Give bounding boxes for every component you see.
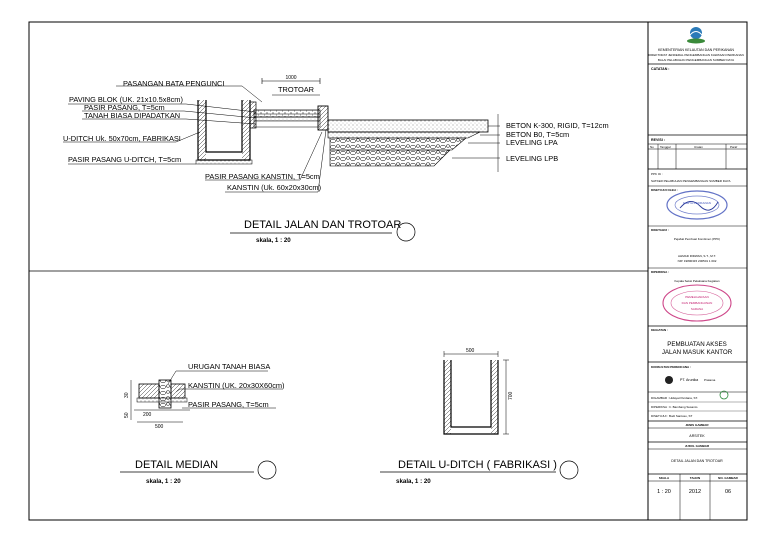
ppk-label: PPK Ot : (651, 172, 663, 176)
u-ditch-dim-700: 700 (508, 391, 514, 400)
label-pasir-pasang: PASIR PASANG, T=5cm (84, 103, 165, 112)
judul-gambar-label: JUDUL GAMBAR (685, 444, 710, 448)
label-pasir-kanstin: PASIR PASANG KANSTIN, T=5cm (205, 172, 320, 181)
label-pasir-median: PASIR PASANG, T=5cm (188, 400, 269, 409)
red-stamp-line-3: SARANA (691, 307, 703, 311)
median-reference-marker (257, 460, 277, 480)
detail-median: 200 500 50 30 URUGAN TANAH BIASA KANSTIN… (120, 362, 285, 485)
u-ditch-reference-marker (559, 460, 579, 480)
diketahui-label: DIKETAHUI : (651, 228, 669, 232)
disetujui-label: DISETUJUI OLEH : (651, 188, 678, 192)
ministry-line-2: DIREKTORAT JENDERAL PENGEMBANGAN KAWASAN… (648, 53, 744, 57)
ministry-line-1: KEMENTERIAN KELAUTAN DAN PERIKANAN (658, 48, 734, 52)
detail-u-ditch-scale: skala, 1 : 20 (396, 478, 431, 485)
footer-tahun-value: 2012 (689, 489, 701, 495)
footer-tahun-header: TAHUN (690, 476, 700, 480)
red-stamp-line-1: PEMELIHARAAN (685, 295, 709, 299)
diperiksa-row: DIPERIKSA : Ir. Bambang Susanto (651, 405, 698, 409)
detail-median-scale: skala, 1 : 20 (146, 478, 181, 485)
detail-jalan-title: DETAIL JALAN DAN TROTOAR (244, 219, 401, 231)
label-pasir-u-ditch: PASIR PASANG U-DITCH, T=5cm (68, 155, 181, 164)
leveling-lpa (329, 137, 467, 151)
ministry-line-3: BALAI PELABUHAN PENGEMBANGAN SUMBER DAYA (658, 58, 734, 62)
detail-reference-marker (396, 222, 416, 242)
digambar-row: DIGAMBAR : Hidayat Perdana, ST. (651, 396, 698, 400)
firm-sub: Pratama (704, 378, 716, 382)
leveling-lpb (329, 149, 451, 167)
firm-name: PT. Arunika (680, 378, 698, 382)
trotoar-label: TROTOAR (278, 85, 314, 94)
revisi-label: REVISI : (651, 138, 665, 142)
detail-median-title: DETAIL MEDIAN (135, 459, 218, 471)
kegiatan-label: KEGIATAN : (651, 328, 668, 332)
u-ditch-dim-500: 500 (466, 348, 475, 354)
paving-block-layer (253, 109, 321, 118)
label-urugan-tanah: URUGAN TANAH BIASA (188, 362, 270, 371)
label-pasangan-bata: PASANGAN BATA PENGUNCI (123, 79, 224, 88)
rev-header-uraian: Uraian (694, 145, 703, 149)
detail-jalan-scale: skala, 1 : 20 (256, 237, 291, 244)
pejabat-name: AHMAD RIDWAN, S.T., M.T. (678, 254, 716, 258)
red-stamp-line-2: DAN PEMBANGUNAN (682, 301, 713, 305)
label-leveling-lpb: LEVELING LPB (506, 154, 558, 163)
label-leveling-lpa: LEVELING LPA (506, 138, 558, 147)
signature-stamp-icon (719, 390, 729, 400)
firm-logo-icon (665, 376, 673, 384)
judul-gambar-value: DETAIL JALAN DAN TROTOAR (671, 459, 723, 463)
footer-skala-header: SKALA (659, 476, 670, 480)
project-title-line-2: JALAN MASUK KANTOR (662, 349, 733, 356)
satker-label: SATKER PELABUHAN PENGEMBANGAN SUMBER DAY… (651, 179, 731, 183)
median-dim-200: 200 (143, 412, 152, 418)
beton-rigid-layer (327, 119, 489, 133)
disetujui-row: DISETUJUI : Budi Santoso, ST (651, 414, 693, 418)
diperiksa-label: DIPERIKSA : (651, 270, 669, 274)
label-kanstin: KANSTIN (Uk. 60x20x30cm) (227, 183, 321, 192)
median-dim-30: 30 (124, 392, 130, 398)
title-block: KEMENTERIAN KELAUTAN DAN PERIKANAN DIREK… (648, 27, 747, 520)
label-beton-k300: BETON K-300, RIGID, T=12cm (506, 121, 609, 130)
footer-no-header: NO. GAMBAR (718, 476, 738, 480)
catatan-label: CATATAN : (651, 67, 670, 71)
median-dim-50: 50 (124, 412, 130, 418)
detail-u-ditch-title: DETAIL U-DITCH ( FABRIKASI ) (398, 459, 557, 471)
konsultan-label: KONSULTAN PERENCANA : (651, 365, 691, 369)
label-paving-blok: PAVING BLOK (UK. 21x10.5x8cm) (69, 95, 183, 104)
rev-header-paraf: Paraf (730, 145, 737, 149)
pejabat-nip: NIP. 19800315 200501 1 002 (678, 259, 717, 263)
pelaksana-label: Kepala Seksi Pelaksana Kegiatan (674, 279, 719, 283)
detail-jalan-trotoar: 1000 TROTOAR PASANGAN BATA PENGU (63, 75, 609, 244)
rev-header-tanggal: Tanggal (660, 145, 671, 149)
detail-u-ditch: 500 700 DETAIL U-DITCH ( FABRIKASI ) ska… (380, 348, 579, 485)
ppk-title: Pejabat Pembuat Komitmen (PPK) (674, 237, 720, 241)
label-tanah-biasa: TANAH BIASA DIPADATKAN (84, 111, 180, 120)
jenis-gambar-label: JENIS GAMBAR (685, 423, 709, 427)
label-u-ditch: U-DITCH Uk. 50x70cm, FABRIKASI (63, 134, 181, 143)
footer-skala-value: 1 : 20 (657, 489, 671, 495)
kanstin (317, 105, 329, 131)
jenis-gambar-value: ARSITEK (689, 434, 705, 438)
median-dim-500: 500 (155, 424, 164, 430)
footer-no-value: 06 (725, 489, 731, 495)
dim-width-label: 1000 (285, 75, 296, 81)
label-kanstin-median: KANSTIN (UK. 20x30X60cm) (188, 381, 285, 390)
stamp-text: KARYA PERIKANAN (683, 201, 711, 205)
approval-stamp-red: PEMELIHARAAN DAN PEMBANGUNAN SARANA (662, 284, 732, 322)
approval-stamp-blue: KARYA PERIKANAN (666, 190, 728, 220)
ministry-logo-icon (687, 27, 705, 44)
label-beton-b0: BETON B0, T=5cm (506, 130, 569, 139)
rev-header-no: No (650, 145, 654, 149)
project-title-line-1: PEMBUATAN AKSES (667, 341, 727, 348)
